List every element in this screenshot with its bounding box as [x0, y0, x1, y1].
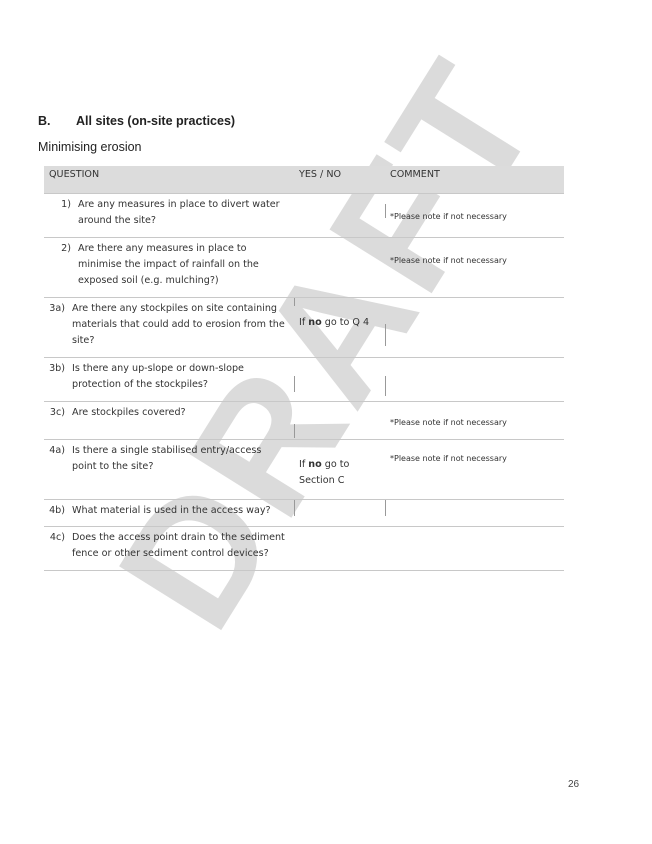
- table-row: 4b) What material is used in the access w…: [44, 499, 564, 527]
- question-cell: 1) Are any measures in place to divert wa…: [44, 193, 294, 238]
- comment-cell[interactable]: [385, 357, 564, 402]
- checklist-table: QUESTION YES / NO COMMENT 1) Are any meas…: [44, 166, 564, 571]
- sub-heading: Minimising erosion: [38, 140, 142, 154]
- table-header-row: QUESTION YES / NO COMMENT: [44, 166, 564, 194]
- yes-no-keyword: no: [308, 317, 322, 328]
- question-text: Is there a single stabilised entry/acces…: [72, 445, 262, 472]
- question-cell: 4a) Is there a single stabilised entry/ac…: [44, 439, 294, 500]
- table-row: 2) Are there any measures in place to min…: [44, 237, 564, 298]
- question-number: 4a): [49, 445, 65, 456]
- comment-cell[interactable]: [385, 526, 564, 571]
- question-text: What material is used in the access way?: [72, 505, 271, 516]
- header-question: QUESTION: [44, 166, 294, 194]
- comment-cell[interactable]: *Please note if not necessary: [385, 237, 564, 298]
- question-cell: 3c) Are stockpiles covered?: [44, 401, 294, 440]
- table-row: 3c) Are stockpiles covered? *Please note …: [44, 401, 564, 440]
- section-title: All sites (on-site practices): [76, 114, 236, 128]
- question-text: Are there any stockpiles on site contain…: [72, 303, 285, 346]
- table-row: 4c) Does the access point drain to the se…: [44, 526, 564, 571]
- question-number: 1): [61, 199, 71, 210]
- yes-no-prefix: If: [299, 317, 309, 328]
- comment-cell[interactable]: [385, 297, 564, 358]
- yes-no-cell[interactable]: [294, 499, 385, 527]
- question-cell: 4c) Does the access point drain to the se…: [44, 526, 294, 571]
- section-heading: B. All sites (on-site practices): [38, 114, 235, 128]
- section-letter: B.: [38, 114, 51, 128]
- question-cell: 3a) Are there any stockpiles on site cont…: [44, 297, 294, 358]
- question-cell: 2) Are there any measures in place to min…: [44, 237, 294, 298]
- question-number: 4b): [49, 505, 65, 516]
- comment-note: *Please note if not necessary: [390, 418, 507, 427]
- question-number: 3c): [49, 407, 65, 418]
- yes-no-suffix: go to Section C: [299, 459, 350, 486]
- question-cell: 4b) What material is used in the access w…: [44, 499, 294, 527]
- question-text: Are there any measures in place to minim…: [78, 243, 259, 286]
- question-number: 3b): [49, 363, 65, 374]
- header-yes-no: YES / NO: [294, 166, 385, 194]
- yes-no-cell[interactable]: [294, 237, 385, 298]
- yes-no-cell[interactable]: If no go to Q 4: [294, 297, 385, 358]
- yes-no-cell[interactable]: [294, 401, 385, 440]
- table-row: 3b) Is there any up-slope or down-slope p…: [44, 357, 564, 402]
- header-comment: COMMENT: [385, 166, 564, 194]
- table-row: 3a) Are there any stockpiles on site cont…: [44, 297, 564, 358]
- comment-cell[interactable]: *Please note if not necessary: [385, 193, 564, 238]
- yes-no-cell[interactable]: If no go to Section C: [294, 439, 385, 500]
- yes-no-prefix: If: [299, 459, 309, 470]
- yes-no-cell[interactable]: [294, 357, 385, 402]
- table-row: 1) Are any measures in place to divert wa…: [44, 193, 564, 238]
- question-number: 4c): [49, 532, 65, 543]
- table-row: 4a) Is there a single stabilised entry/ac…: [44, 439, 564, 500]
- question-number: 3a): [49, 303, 65, 314]
- yes-no-cell[interactable]: [294, 526, 385, 571]
- question-text: Are any measures in place to divert wate…: [78, 199, 280, 226]
- comment-cell[interactable]: [385, 499, 564, 527]
- question-text: Does the access point drain to the sedim…: [72, 532, 285, 559]
- yes-no-keyword: no: [308, 459, 322, 470]
- question-number: 2): [61, 243, 71, 254]
- comment-note: *Please note if not necessary: [390, 212, 507, 221]
- comment-note: *Please note if not necessary: [390, 256, 507, 265]
- page-number: 26: [568, 779, 580, 790]
- comment-cell[interactable]: *Please note if not necessary: [385, 401, 564, 440]
- question-text: Is there any up-slope or down-slope prot…: [72, 363, 244, 390]
- comment-note: *Please note if not necessary: [390, 454, 507, 463]
- yes-no-suffix: go to Q 4: [321, 317, 370, 328]
- yes-no-cell[interactable]: [294, 193, 385, 238]
- comment-cell[interactable]: *Please note if not necessary: [385, 439, 564, 500]
- question-text: Are stockpiles covered?: [72, 407, 186, 418]
- question-cell: 3b) Is there any up-slope or down-slope p…: [44, 357, 294, 402]
